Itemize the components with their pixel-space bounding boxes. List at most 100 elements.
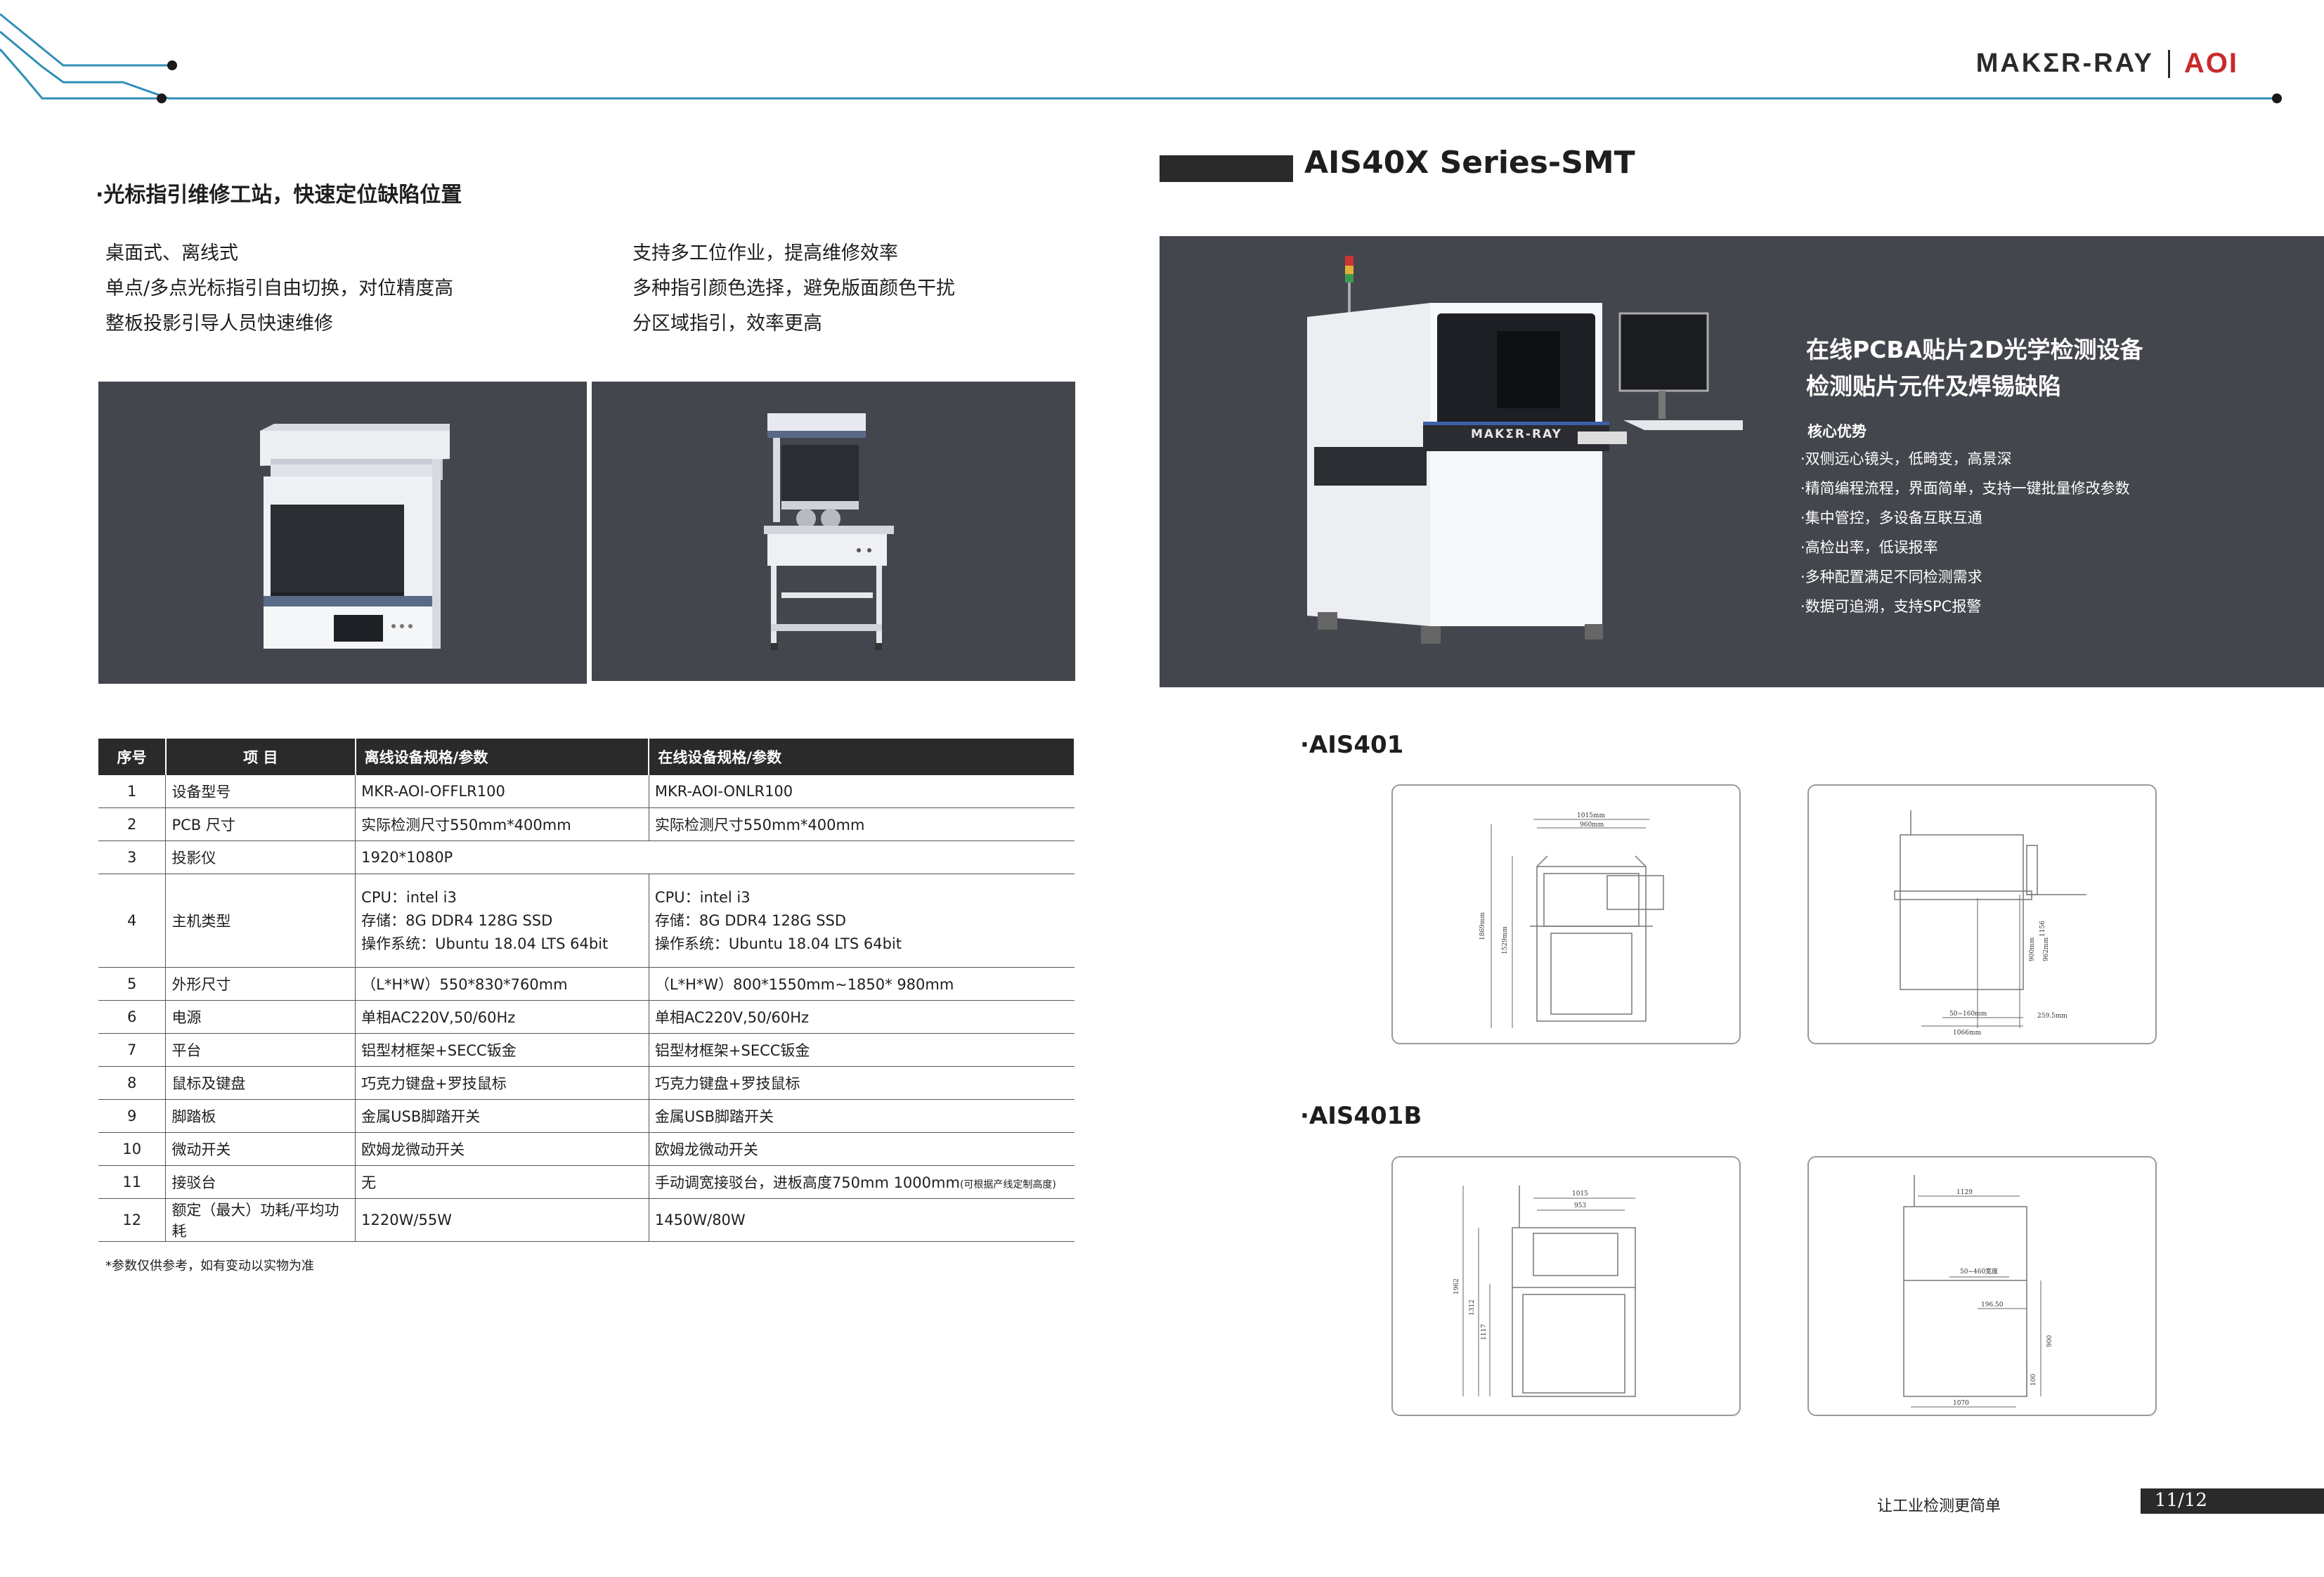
- table-row: 9 脚踏板 金属USB脚踏开关 金属USB脚踏开关: [98, 1099, 1075, 1133]
- cell-no: 4: [98, 874, 167, 968]
- cell-line: 操作系统：Ubuntu 18.04 LTS 64bit: [654, 935, 902, 952]
- cell-no: 8: [98, 1066, 167, 1100]
- cell-online: 实际检测尺寸550mm*400mm: [649, 807, 1075, 841]
- cell-no: 6: [98, 1000, 167, 1034]
- table-row: 7 平台 铝型材框架+SECC钣金 铝型材框架+SECC钣金: [98, 1033, 1075, 1067]
- product-banner: MAKΣR-RAY 在线PCBA贴片2D光学检测设备 检测贴片元件及焊锡缺陷 核…: [1160, 236, 2324, 687]
- photo-standing-station: [592, 382, 1075, 681]
- table-row: 6 电源 单相AC220V,50/60Hz 单相AC220V,50/60Hz: [98, 1000, 1075, 1034]
- cell-item: 接驳台: [165, 1165, 356, 1199]
- cell-item: 微动开关: [165, 1132, 356, 1166]
- header-online: 在线设备规格/参数: [649, 739, 1075, 775]
- table-row: 1 设备型号 MKR-AOI-OFFLR100 MKR-AOI-ONLR100: [98, 775, 1075, 808]
- brand-product: AOI: [2183, 48, 2238, 79]
- cell-item: 鼠标及键盘: [165, 1066, 356, 1100]
- cell-no: 9: [98, 1099, 167, 1133]
- cell-merged: 1920*1080P: [355, 841, 1075, 874]
- ais401-side-svg: 1156 900mm 962mm 50~160mm 1066mm 259.5mm: [1894, 810, 2086, 1037]
- cell-offline: MKR-AOI-OFFLR100: [355, 775, 649, 808]
- table-row: 3 投影仪 1920*1080P: [98, 841, 1075, 874]
- cell-line: 操作系统：Ubuntu 18.04 LTS 64bit: [361, 935, 609, 952]
- cell-line: CPU：intel i3: [361, 888, 457, 906]
- brand-divider: [2167, 49, 2170, 78]
- table-row: 2 PCB 尺寸 实际检测尺寸550mm*400mm 实际检测尺寸550mm*4…: [98, 807, 1075, 841]
- dim-label: 900: [2046, 1335, 2053, 1347]
- dim-label: 1015mm: [1577, 812, 1605, 819]
- dim-label: 1129: [1956, 1189, 1973, 1196]
- dim-label: 1015: [1572, 1190, 1588, 1198]
- dim-label: 259.5mm: [2037, 1013, 2067, 1020]
- cell-online: 手动调宽接驳台，进板高度750mm 1000mm(可根据产线定制高度): [649, 1165, 1075, 1199]
- cell-offline: 无: [355, 1165, 649, 1199]
- ais401-front-svg: 1015mm 960mm 1869mm 1529mm: [1479, 812, 1664, 1028]
- banner-heading: 在线PCBA贴片2D光学检测设备 检测贴片元件及焊锡缺陷: [1806, 332, 2143, 405]
- dim-label: 953: [1574, 1202, 1586, 1209]
- cell-no: 2: [98, 807, 167, 841]
- dim-label: 962mm: [2043, 937, 2050, 961]
- banner-heading-line-1: 在线PCBA贴片2D光学检测设备: [1806, 336, 2143, 363]
- feature-list-1: 桌面式、离线式 单点/多点光标指引自由切换，对位精度高 整板投影引导人员快速维修: [105, 236, 453, 342]
- advantages-title: 核心优势: [1807, 423, 1867, 440]
- ais401-side-drawing: 1156 900mm 962mm 50~160mm 1066mm 259.5mm: [1807, 784, 2157, 1044]
- cell-line: CPU：intel i3: [654, 888, 751, 906]
- ais401b-front-svg: 1015 953 1962 1312 1117: [1453, 1186, 1636, 1397]
- dim-label: 1070: [1953, 1400, 1969, 1407]
- model-ais401b-title: ·AIS401B: [1300, 1102, 1422, 1130]
- cell-no: 7: [98, 1033, 167, 1067]
- cell-online: 1450W/80W: [649, 1198, 1075, 1242]
- ais401b-front-drawing: 1015 953 1962 1312 1117: [1391, 1156, 1741, 1416]
- cell-online: 欧姆龙微动开关: [649, 1132, 1075, 1166]
- cell-no: 11: [98, 1165, 167, 1199]
- series-title: AIS40X Series-SMT: [1304, 145, 1635, 181]
- dim-label: 100: [2030, 1374, 2037, 1386]
- page-number: 11/12: [2155, 1490, 2207, 1511]
- dim-label: 1962: [1453, 1278, 1460, 1294]
- cell-online: 单相AC220V,50/60Hz: [649, 1000, 1075, 1034]
- cell-small-text: (可根据产线定制高度): [959, 1179, 1056, 1190]
- brand-name: MAKΣR-RAY: [1975, 48, 2154, 78]
- banner-heading-line-2: 检测贴片元件及焊锡缺陷: [1806, 372, 2061, 400]
- dim-label: 50~160mm: [1949, 1011, 1987, 1018]
- table-row: 11 接驳台 无 手动调宽接驳台，进板高度750mm 1000mm(可根据产线定…: [98, 1165, 1075, 1199]
- table-note: *参数仅供参考，如有变动以实物为准: [105, 1259, 314, 1273]
- dim-label: 1117: [1481, 1324, 1488, 1340]
- series-title-bar: [1160, 155, 1293, 182]
- cell-offline: （L*H*W）550*830*760mm: [355, 967, 649, 1001]
- cell-no: 1: [98, 775, 167, 808]
- dim-label: 1529mm: [1502, 926, 1509, 954]
- cell-item: 设备型号: [165, 775, 356, 808]
- feature-list-2: 支持多工位作业，提高维修效率 多种指引颜色选择，避免版面颜色干扰 分区域指引，效…: [632, 236, 955, 342]
- cell-offline: 单相AC220V,50/60Hz: [355, 1000, 649, 1034]
- advantage-item: ·高检出率，低误报率: [1800, 539, 1938, 556]
- cell-item: 外形尺寸: [165, 967, 356, 1001]
- table-row: 4 主机类型 CPU：intel i3 存储：8G DDR4 128G SSD …: [98, 874, 1075, 968]
- cell-offline: 1220W/55W: [355, 1198, 649, 1242]
- feature-item: 分区域指引，效率更高: [632, 313, 822, 335]
- cell-online: MKR-AOI-ONLR100: [649, 775, 1075, 808]
- model-ais401-title: ·AIS401: [1300, 731, 1404, 759]
- dim-label: 1066mm: [1953, 1030, 1981, 1037]
- spec-table: 序号 项 目 离线设备规格/参数 在线设备规格/参数 1 设备型号 MKR-AO…: [98, 739, 1075, 1242]
- cell-line: 存储：8G DDR4 128G SSD: [361, 911, 553, 929]
- advantage-item: ·双侧远心镜头，低畸变，高景深: [1800, 450, 2012, 467]
- dim-label: 960mm: [1580, 822, 1604, 829]
- footer-slogan: 让工业检测更简单: [1876, 1498, 2001, 1515]
- cell-line: 存储：8G DDR4 128G SSD: [654, 911, 847, 929]
- cell-item: 脚踏板: [165, 1099, 356, 1133]
- cell-offline: 实际检测尺寸550mm*400mm: [355, 807, 649, 841]
- dim-label: 1869mm: [1479, 912, 1486, 940]
- cell-online: 巧克力键盘+罗技鼠标: [649, 1066, 1075, 1100]
- dim-label: 50~460宽度: [1960, 1267, 1998, 1276]
- cell-offline: 巧克力键盘+罗技鼠标: [355, 1066, 649, 1100]
- dim-label: 196.50: [1981, 1302, 2004, 1309]
- ais-machine-illustration: [1307, 256, 1743, 644]
- advantage-item: ·多种配置满足不同检测需求: [1800, 569, 1982, 585]
- cell-no: 3: [98, 841, 167, 874]
- standing-station-illustration: [764, 413, 894, 650]
- cell-text: 手动调宽接驳台，进板高度750mm 1000mm: [654, 1174, 960, 1191]
- advantage-item: ·数据可追溯，支持SPC报警: [1800, 598, 1982, 615]
- brand-logo: MAKΣR-RAY AOI: [1976, 48, 2238, 79]
- cell-item: 平台: [165, 1033, 356, 1067]
- dim-label: 1156: [2039, 921, 2046, 937]
- header-offline: 离线设备规格/参数: [355, 739, 650, 775]
